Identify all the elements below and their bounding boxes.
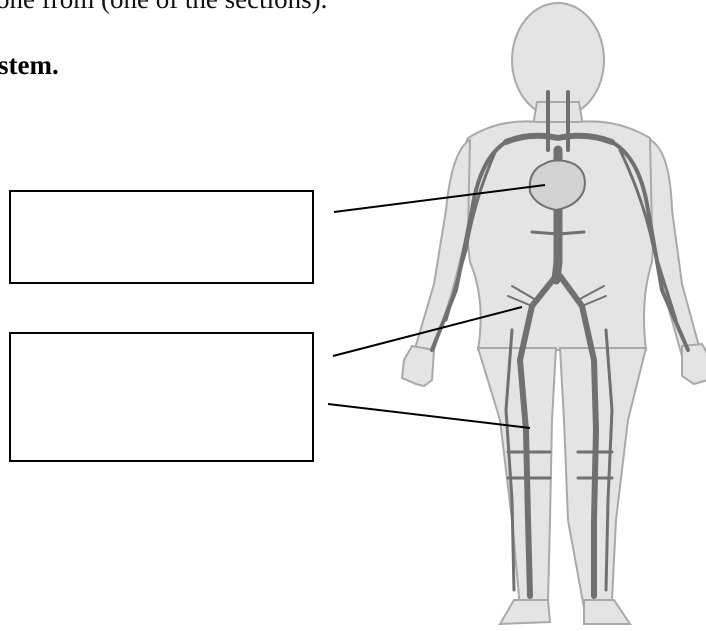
head [512, 3, 604, 117]
renal-right [558, 232, 584, 234]
left-foot [500, 600, 550, 624]
right-foot [584, 600, 630, 624]
renal-left [532, 232, 558, 234]
right-hand [682, 344, 706, 384]
left-hand [402, 346, 434, 386]
